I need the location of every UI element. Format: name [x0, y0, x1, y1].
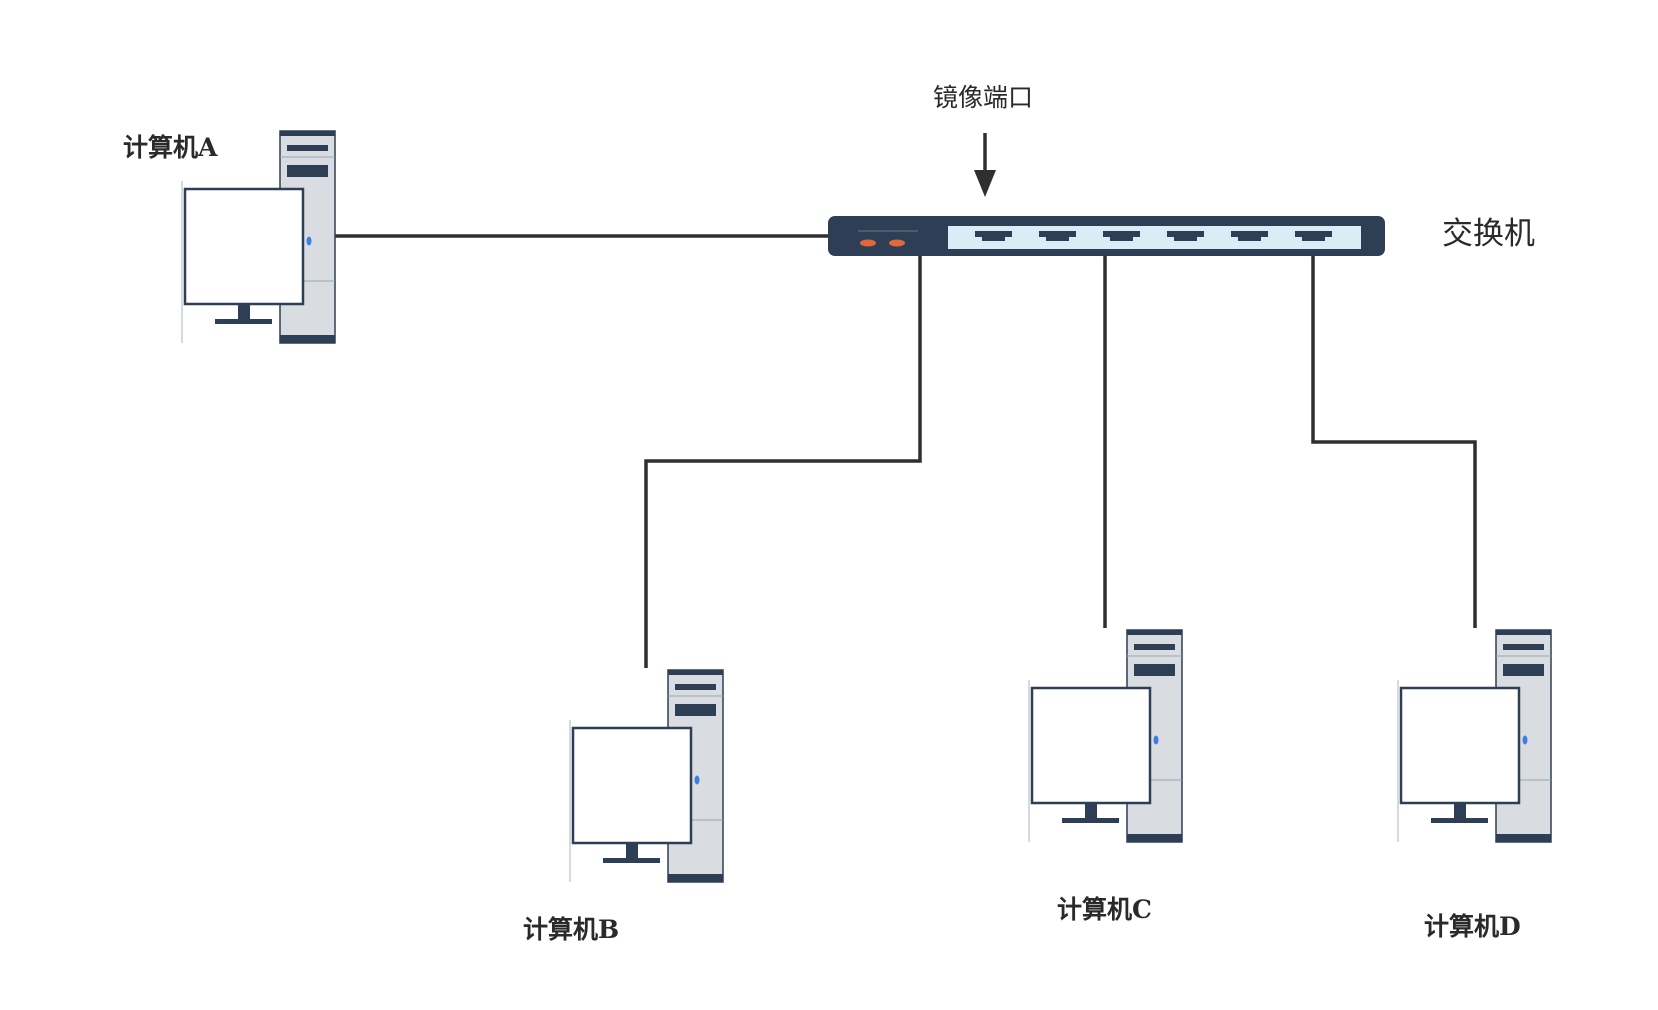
switch-led [860, 239, 876, 247]
computer-b-icon [568, 668, 725, 884]
switch-ports [975, 231, 1332, 241]
switch-port [1167, 231, 1204, 241]
switch-device [828, 216, 1385, 256]
computer-c-label: 计算机C [1057, 895, 1152, 924]
computer-d-icon [1396, 628, 1553, 844]
computer-b-label: 计算机B [523, 915, 620, 944]
computer-d-label: 计算机D [1424, 912, 1521, 941]
mirror-port-arrow [974, 133, 996, 197]
mirror-port-label: 镜像端口 [933, 83, 1034, 112]
switch-label: 交换机 [1442, 216, 1535, 252]
link-switch-computer-d [1311, 252, 1477, 628]
connections [335, 234, 1477, 668]
link-switch-computer-b [644, 252, 922, 668]
switch-port [1295, 231, 1332, 241]
computer-a-label: 计算机A [123, 133, 218, 162]
switch-port [1103, 231, 1140, 241]
computer-c-icon [1027, 628, 1184, 844]
switch-led [889, 239, 905, 247]
switch-port [975, 231, 1012, 241]
switch-port [1231, 231, 1268, 241]
switch-port [1039, 231, 1076, 241]
